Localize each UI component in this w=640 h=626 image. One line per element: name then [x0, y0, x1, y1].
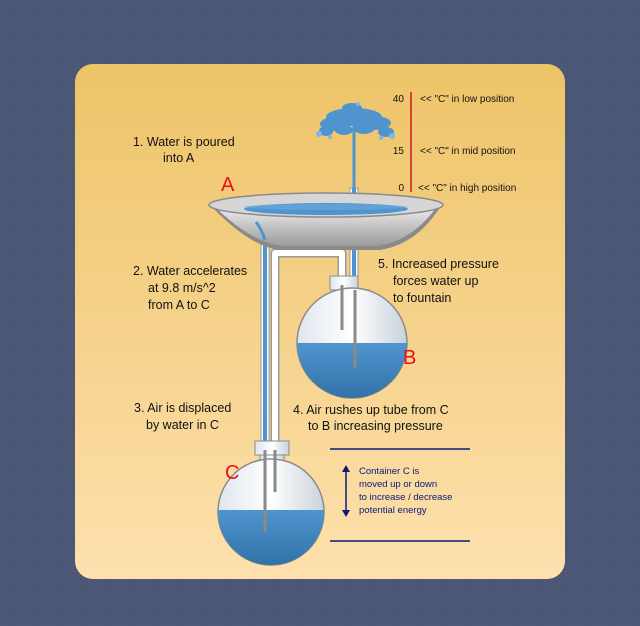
label-container-a: A — [221, 174, 235, 196]
note-line-4: potential energy — [359, 505, 427, 516]
step-5-line-3: to fountain — [393, 291, 451, 305]
fountain-spray — [319, 103, 394, 137]
pipe-a-to-c — [260, 224, 270, 454]
step-5-line-2: forces water up — [393, 274, 479, 288]
scale-note-mid: << "C" in mid position — [420, 146, 515, 157]
step-2-line-1: 2. Water accelerates — [133, 264, 247, 278]
step-3-line-2: by water in C — [146, 418, 219, 432]
scale-note-high: << "C" in high position — [418, 183, 516, 194]
scale-tick-15: 15 — [393, 146, 405, 157]
step-3-line-1: 3. Air is displaced — [134, 401, 231, 415]
step-4-line-2: to B increasing pressure — [308, 419, 443, 433]
label-container-c: C — [225, 462, 239, 484]
step-3-text: 3. Air is displaced by water in C — [134, 401, 235, 432]
step-1-line-2: into A — [163, 151, 195, 165]
note-line-1: Container C is — [359, 466, 419, 477]
note-line-3: to increase / decrease — [359, 492, 452, 503]
scale-tick-0: 0 — [398, 183, 404, 194]
container-c-note: Container C is moved up or down to incre… — [359, 466, 455, 516]
step-2-line-3: from A to C — [148, 298, 210, 312]
step-1-line-1: 1. Water is poured — [133, 135, 235, 149]
bowl-a — [208, 192, 444, 250]
step-5-text: 5. Increased pressure forces water up to… — [378, 257, 502, 305]
step-4-text: 4. Air rushes up tube from C to B increa… — [293, 403, 452, 433]
up-down-arrow — [342, 465, 350, 517]
step-4-line-1: 4. Air rushes up tube from C — [293, 403, 449, 417]
note-line-2: moved up or down — [359, 479, 437, 490]
step-2-line-2: at 9.8 m/s^2 — [148, 281, 216, 295]
step-5-line-1: 5. Increased pressure — [378, 257, 499, 271]
scale-note-low: << "C" in low position — [420, 94, 514, 105]
scale-tick-40: 40 — [393, 94, 405, 105]
step-2-text: 2. Water accelerates at 9.8 m/s^2 from A… — [133, 264, 251, 312]
step-1-text: 1. Water is poured into A — [133, 135, 238, 165]
label-container-b: B — [403, 347, 416, 369]
fountain-spray-drops — [316, 102, 395, 140]
